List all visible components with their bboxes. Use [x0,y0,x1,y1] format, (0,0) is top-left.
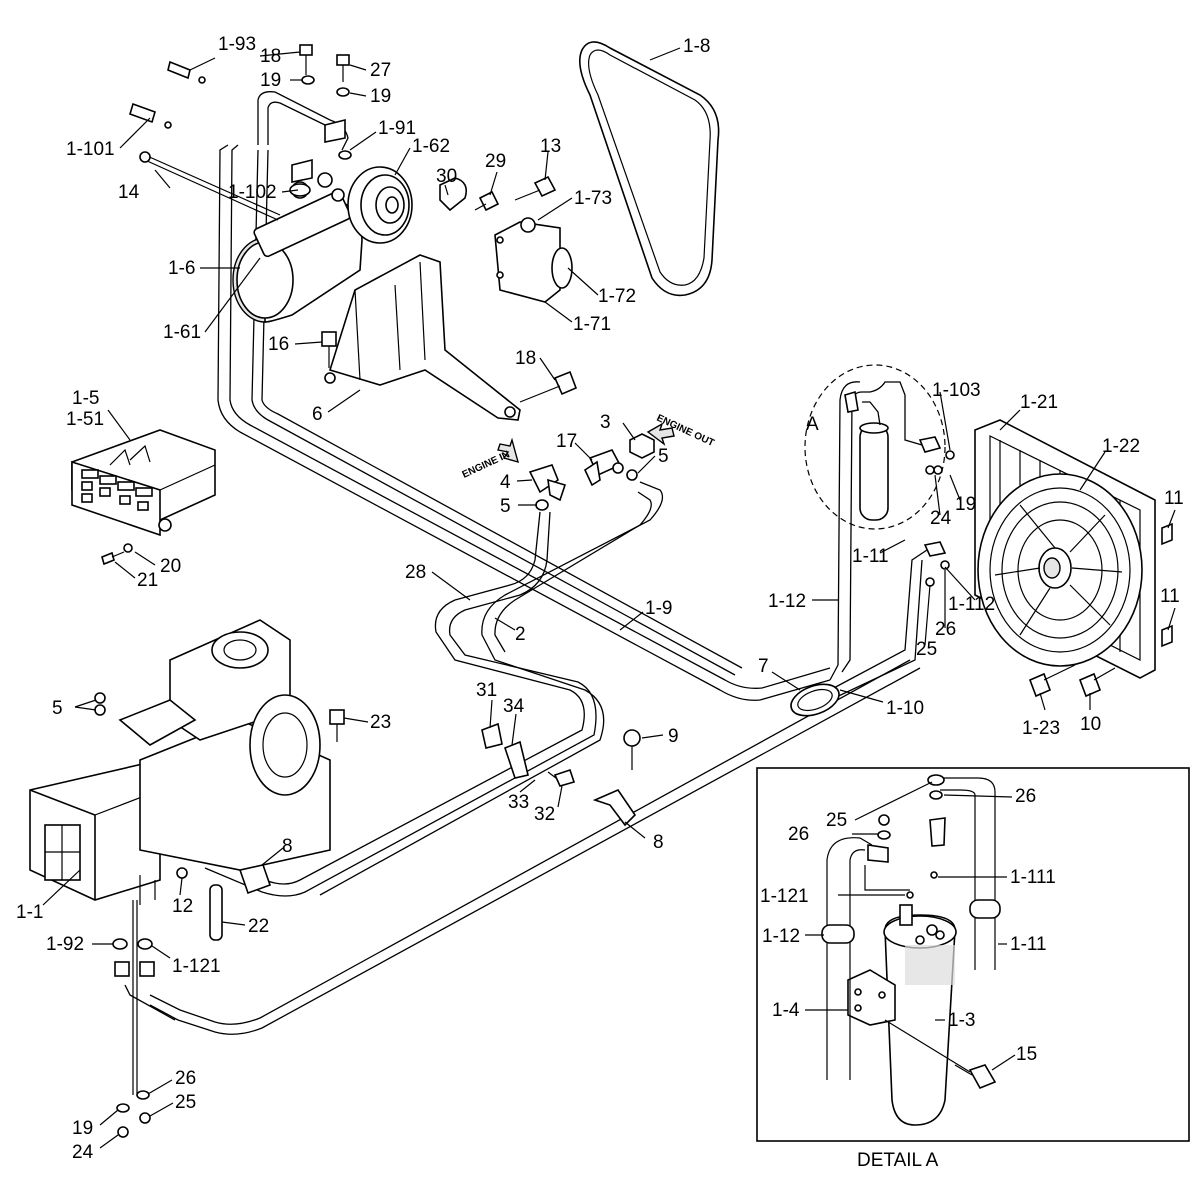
callout-label: 1-3 [948,1010,975,1031]
callout-label: 6 [312,404,323,425]
callout-label: 30 [436,166,457,187]
control-panel [71,429,216,566]
callout-label: 11 [1160,586,1180,607]
callout-label: 1-11 [1010,934,1047,955]
callout-label: 1-12 [762,926,800,947]
callout-label: 13 [540,136,561,157]
callout-label: 1-103 [932,380,981,401]
callout-label: 1-111 [1010,867,1056,888]
belt-tensioner [494,217,573,303]
callout-label: 17 [556,431,577,452]
callout-label: 33 [508,792,529,813]
callout-label: 24 [930,508,952,529]
callout-label: 1-93 [218,34,256,55]
callout-label: 20 [160,556,181,577]
detail-a-box [756,767,1190,1142]
callout-label: 32 [534,804,555,825]
callout-label: 1-92 [46,934,84,955]
callout-labels: 1-93 18 27 19 19 1-101 1-91 1-62 14 1-10… [16,34,1184,1171]
callout-label: 1-10 [886,698,924,719]
callout-label: 29 [485,151,506,172]
pipe-clamps-lower [238,722,641,895]
callout-label: 25 [916,639,937,660]
drive-belt [579,41,720,297]
callout-label: 26 [1015,786,1036,807]
callout-label: 25 [826,810,847,831]
detail-marker-label: A [806,414,819,435]
callout-label: 27 [370,60,391,81]
callout-label: 21 [137,570,158,591]
callout-label: 1-51 [66,409,104,430]
callout-label: 11 [1164,488,1184,509]
callout-label: 31 [476,680,497,701]
callout-label: 15 [1016,1044,1037,1065]
callout-label: 26 [935,619,956,640]
fasteners-top [129,44,578,403]
callout-label: 28 [405,562,426,583]
callout-label: 8 [653,832,664,853]
callout-label: 1-5 [72,388,99,409]
callout-label: 1-4 [772,1000,800,1021]
callout-label: 4 [500,472,511,493]
callout-label: 19 [260,70,281,91]
callout-label: 23 [370,712,391,733]
callout-label: 19 [955,494,976,515]
callout-label: 5 [500,496,511,517]
callout-label: 22 [248,916,269,937]
callout-label: 1-121 [172,956,221,977]
callout-label: 5 [658,446,669,467]
callout-label: 1-21 [1020,392,1058,413]
callout-label: 1-22 [1102,436,1140,457]
callout-label: 12 [172,896,193,917]
callout-label: 18 [260,46,281,67]
callout-label: 1-11 [852,546,889,567]
heater-valves [497,422,675,511]
callout-label: 5 [52,698,63,719]
callout-label: 26 [175,1068,196,1089]
callout-label: 1-62 [412,136,450,157]
callout-label: 1-112 [948,594,995,615]
callout-label: 25 [175,1092,196,1113]
detail-title: DETAIL A [857,1150,939,1171]
condenser-fan-assembly [974,419,1173,698]
callout-label: 1-101 [66,139,115,160]
receiver-drier-detail-region [804,364,955,587]
callout-label: 1-12 [768,591,806,612]
callout-label: 1-91 [378,118,416,139]
callout-label: 1-1 [16,902,43,923]
hvac-unit [29,619,345,1138]
callout-label: 3 [600,412,611,433]
callout-label: 19 [72,1118,93,1139]
callout-label: 10 [1080,714,1101,735]
callout-label: 1-23 [1022,718,1060,739]
callout-label: 14 [118,182,140,203]
callout-label: 9 [668,726,679,747]
pipe-clamp-7 [790,683,840,717]
callout-label: 1-9 [645,598,672,619]
callout-label: 1-71 [573,314,611,335]
callout-label: 1-61 [163,322,201,343]
compressor-bracket [324,254,521,421]
leader-lines [42,47,1176,1149]
callout-label: 7 [758,656,769,677]
callout-label: 2 [515,624,526,645]
callout-label: 18 [515,348,536,369]
callout-label: 34 [503,696,525,717]
callout-label: 1-8 [683,36,710,57]
callout-label: 1-121 [760,886,809,907]
callout-label: 26 [788,824,809,845]
callout-label: 16 [268,334,289,355]
callout-label: 1-6 [168,258,195,279]
callout-label: 1-72 [598,286,636,307]
callout-label: 24 [72,1142,94,1163]
callout-label: 8 [282,836,293,857]
callout-label: 1-102 [228,182,277,203]
callout-label: 1-73 [574,188,612,209]
callout-label: 19 [370,86,391,107]
